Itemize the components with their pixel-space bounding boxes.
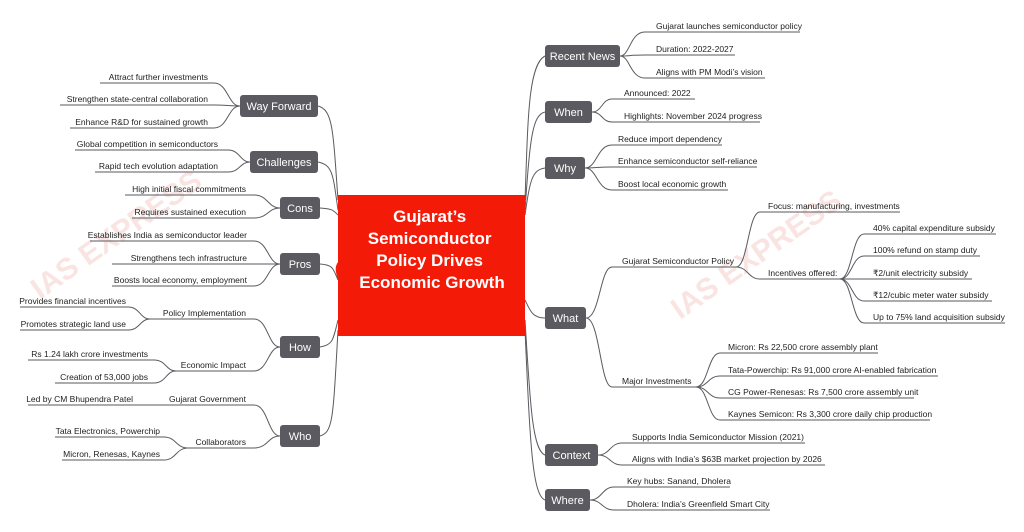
svg-text:When: When bbox=[554, 107, 583, 119]
what-policy-focus: Focus: manufacturing, investments bbox=[768, 201, 900, 211]
leaf-incentive-5: Up to 75% land acquisition subsidy bbox=[873, 312, 1006, 322]
leaf-recent-news-3: Aligns with PM Modi’s vision bbox=[656, 67, 763, 77]
leaf-way-forward-1: Attract further investments bbox=[109, 72, 208, 82]
branch-way-forward[interactable]: Way Forward bbox=[240, 95, 318, 117]
leaf-way-forward-2: Strengthen state-central collaboration bbox=[67, 94, 209, 104]
branch-challenges[interactable]: Challenges bbox=[250, 151, 318, 173]
leaf-challenges-1: Global competition in semiconductors bbox=[77, 139, 218, 149]
who-collaborators-label: Collaborators bbox=[195, 437, 246, 447]
svg-text:Pros: Pros bbox=[289, 259, 312, 271]
leaf-context-1: Supports India Semiconductor Mission (20… bbox=[632, 432, 804, 442]
leaf-cons-2: Requires sustained execution bbox=[134, 207, 246, 217]
leaf-why-3: Boost local economic growth bbox=[618, 179, 726, 189]
leaf-challenges-2: Rapid tech evolution adaptation bbox=[99, 161, 218, 171]
branch-when[interactable]: When bbox=[545, 101, 592, 123]
leaf-pros-1: Establishes India as semiconductor leade… bbox=[88, 230, 247, 240]
leaf-who-collab-1: Tata Electronics, Powerchip bbox=[56, 426, 161, 436]
leaf-incentive-3: ₹2/unit electricity subsidy bbox=[873, 268, 969, 278]
svg-text:Why: Why bbox=[554, 163, 577, 175]
branch-who[interactable]: Who bbox=[280, 425, 320, 447]
leaf-when-1: Announced: 2022 bbox=[624, 88, 691, 98]
leaf-pros-2: Strengthens tech infrastructure bbox=[131, 253, 248, 263]
leaf-where-2: Dholera: India’s Greenfield Smart City bbox=[627, 499, 770, 509]
who-government-label: Gujarat Government bbox=[169, 394, 247, 404]
leaf-recent-news-2: Duration: 2022-2027 bbox=[656, 44, 734, 54]
leaf-investment-1: Micron: Rs 22,500 crore assembly plant bbox=[728, 342, 878, 352]
what-incentives-label: Incentives offered: bbox=[768, 268, 837, 278]
leaf-why-1: Reduce import dependency bbox=[618, 134, 723, 144]
what-investments-label: Major Investments bbox=[622, 376, 691, 386]
svg-text:How: How bbox=[289, 342, 311, 354]
branch-how[interactable]: How bbox=[280, 336, 320, 358]
leaf-pros-3: Boosts local economy, employment bbox=[114, 275, 248, 285]
svg-text:What: What bbox=[553, 313, 579, 325]
leaf-context-2: Aligns with India’s $63B market projecti… bbox=[632, 454, 822, 464]
leaf-investment-2: Tata-Powerchip: Rs 91,000 crore AI-enabl… bbox=[728, 365, 937, 375]
leaf-investment-3: CG Power-Renesas: Rs 7,500 crore assembl… bbox=[728, 387, 919, 397]
leaf-cons-1: High initial fiscal commitments bbox=[132, 184, 246, 194]
central-title: Gujarat’s Semiconductor Policy Drives Ec… bbox=[359, 207, 504, 292]
leaf-how-policy-2: Promotes strategic land use bbox=[21, 319, 127, 329]
leaf-incentive-1: 40% capital expenditure subsidy bbox=[873, 223, 996, 233]
branch-what[interactable]: What bbox=[545, 307, 586, 329]
leaf-how-econ-1: Rs 1.24 lakh crore investments bbox=[31, 349, 148, 359]
leaf-where-1: Key hubs: Sanand, Dholera bbox=[627, 476, 731, 486]
how-policy-impl-label: Policy Implementation bbox=[163, 308, 246, 318]
branch-why[interactable]: Why bbox=[545, 157, 585, 179]
what-policy-label: Gujarat Semiconductor Policy bbox=[622, 256, 735, 266]
svg-text:Way Forward: Way Forward bbox=[247, 101, 312, 113]
svg-text:Who: Who bbox=[289, 431, 312, 443]
svg-text:Where: Where bbox=[551, 495, 583, 507]
leaf-when-2: Highlights: November 2024 progress bbox=[624, 111, 762, 121]
leaf-investment-4: Kaynes Semicon: Rs 3,300 crore daily chi… bbox=[728, 409, 932, 419]
leaf-how-policy-1: Provides financial incentives bbox=[19, 296, 126, 306]
branch-recent-news[interactable]: Recent News bbox=[545, 45, 620, 67]
branch-cons[interactable]: Cons bbox=[280, 197, 320, 219]
branch-where[interactable]: Where bbox=[545, 489, 590, 511]
leaf-recent-news-1: Gujarat launches semiconductor policy bbox=[656, 21, 803, 31]
leaf-who-gov-1: Led by CM Bhupendra Patel bbox=[26, 394, 133, 404]
central-node bbox=[335, 195, 525, 336]
svg-text:Cons: Cons bbox=[287, 203, 313, 215]
branch-pros[interactable]: Pros bbox=[280, 253, 320, 275]
connectors bbox=[20, 31, 1005, 511]
leaf-incentive-2: 100% refund on stamp duty bbox=[873, 245, 978, 255]
leaf-how-econ-2: Creation of 53,000 jobs bbox=[60, 372, 148, 382]
leaf-way-forward-3: Enhance R&D for sustained growth bbox=[75, 117, 208, 127]
leaf-who-collab-2: Micron, Renesas, Kaynes bbox=[63, 449, 160, 459]
how-econ-impact-label: Economic Impact bbox=[181, 360, 247, 370]
branch-context[interactable]: Context bbox=[545, 444, 598, 466]
svg-text:Context: Context bbox=[553, 450, 591, 462]
leaf-incentive-4: ₹12/cubic meter water subsidy bbox=[873, 290, 989, 300]
svg-text:Recent News: Recent News bbox=[550, 51, 616, 63]
svg-text:Challenges: Challenges bbox=[256, 157, 312, 169]
leaf-why-2: Enhance semiconductor self-reliance bbox=[618, 156, 758, 166]
